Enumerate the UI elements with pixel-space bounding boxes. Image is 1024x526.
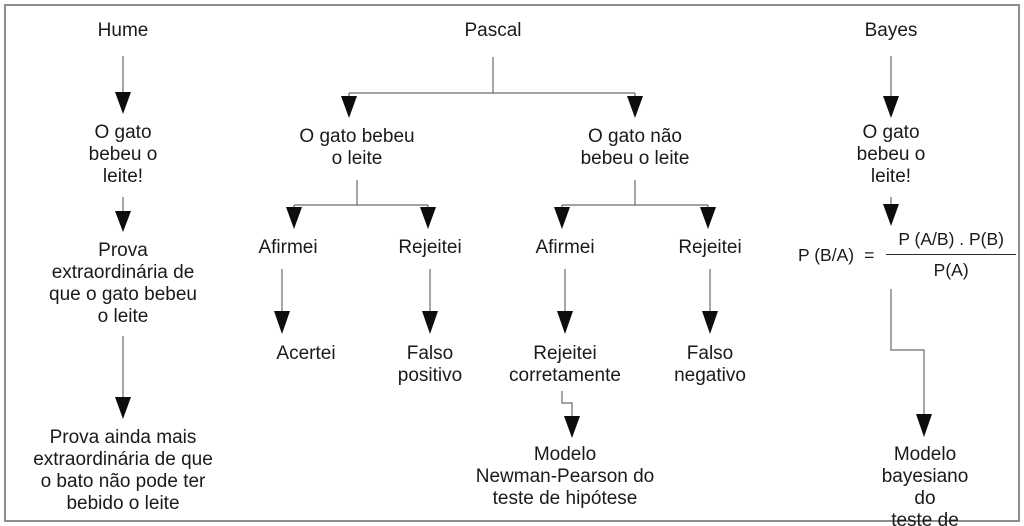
bayes-formula-fraction: P (A/B) . P(B) P(A) xyxy=(886,229,1016,280)
connector-pascal-not-drank-split xyxy=(554,180,716,229)
bayes-formula-equals: = xyxy=(864,244,875,265)
hume-claim-node: O gato bebeu o leite! xyxy=(88,122,158,187)
bayes-formula: P (B/A) = P (A/B) . P(B) P(A) xyxy=(798,229,1016,280)
bayes-claim-node: O gato bebeu o leite! xyxy=(856,122,926,187)
arrow-hume-title-to-claim xyxy=(115,56,131,114)
pascal-branch-drank-node: O gato bebeu o leite xyxy=(299,126,415,169)
pascal-not-drank-affirmed-label: Afirmei xyxy=(535,237,595,258)
bayes-model-node: Modelo bayesiano do teste de hipótese xyxy=(881,444,969,526)
connector-pascal-drank-split xyxy=(286,180,436,229)
pascal-outcome-correct-label: Acertei xyxy=(276,343,336,364)
pascal-drank-affirmed-label: Afirmei xyxy=(258,237,318,258)
pascal-not-drank-rejected-label: Rejeitei xyxy=(678,237,742,258)
arrow-hume-evidence-to-stronger xyxy=(115,336,131,419)
connector-pascal-root-split xyxy=(341,57,643,118)
arrow-bayes-claim-to-formula xyxy=(883,197,899,226)
arrow-rejected1-to-false-positive xyxy=(422,269,438,334)
arrow-rejected-correctly-to-model xyxy=(561,391,580,438)
arrow-hume-claim-to-evidence xyxy=(115,197,131,232)
pascal-outcome-rejected-correctly-label: Rejeitei corretamente xyxy=(509,343,621,386)
pascal-outcome-false-negative-label: Falso negativo xyxy=(674,343,746,386)
bayes-formula-lhs: P (B/A) xyxy=(798,244,855,265)
bayes-formula-denominator: P(A) xyxy=(933,260,969,280)
bayes-formula-numerator: P (A/B) . P(B) xyxy=(886,229,1016,255)
arrow-bayes-title-to-claim xyxy=(883,56,899,118)
pascal-drank-rejected-label: Rejeitei xyxy=(398,237,462,258)
arrow-bayes-formula-to-model xyxy=(890,289,932,437)
hume-evidence-node: Prova extraordinária de que o gato bebeu… xyxy=(49,240,197,327)
pascal-title: Pascal xyxy=(464,20,522,41)
hume-title: Hume xyxy=(97,20,149,41)
arrow-affirmed2-to-rejected-correctly xyxy=(557,269,573,334)
hume-stronger-evidence-node: Prova ainda mais extraordinária de que o… xyxy=(33,427,213,514)
pascal-branch-not-drank-node: O gato não bebeu o leite xyxy=(580,126,690,169)
pascal-outcome-false-positive-label: Falso positivo xyxy=(397,343,463,386)
pascal-model-node: Modelo Newman-Pearson do teste de hipóte… xyxy=(475,444,655,509)
arrow-rejected2-to-false-negative xyxy=(702,269,718,334)
arrow-affirmed1-to-correct xyxy=(274,269,290,334)
bayes-title: Bayes xyxy=(864,20,918,41)
